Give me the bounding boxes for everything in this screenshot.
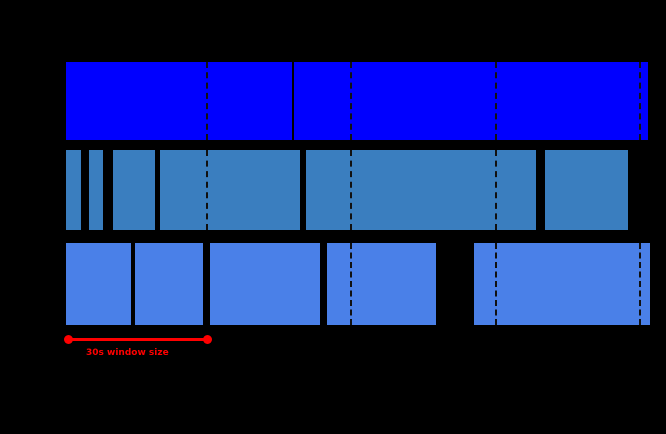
bar-segment (210, 243, 320, 325)
bar-segment (89, 150, 103, 230)
window-boundary-line (639, 62, 641, 140)
bar-segment (66, 243, 131, 325)
window-size-measure-line (68, 338, 207, 341)
window-boundary-line (495, 150, 497, 230)
bar-segment (294, 62, 648, 140)
bar-segment (306, 150, 536, 230)
window-boundary-line (495, 243, 497, 325)
window-boundary-line (639, 243, 641, 325)
bar-segment (135, 243, 203, 325)
measure-end-dot-icon (203, 335, 212, 344)
window-boundary-line (495, 62, 497, 140)
window-size-label: 30s window size (86, 348, 169, 358)
window-boundary-line (350, 150, 352, 230)
bar-segment (327, 243, 436, 325)
bar-segment (545, 150, 628, 230)
bar-segment (66, 62, 292, 140)
window-boundary-line (350, 243, 352, 325)
bar-segment (474, 243, 650, 325)
window-boundary-line (350, 62, 352, 140)
bar-segment (160, 150, 300, 230)
window-boundary-line (206, 62, 208, 140)
measure-start-dot-icon (64, 335, 73, 344)
bar-segment (113, 150, 155, 230)
window-boundary-line (206, 150, 208, 230)
bar-segment (66, 150, 81, 230)
